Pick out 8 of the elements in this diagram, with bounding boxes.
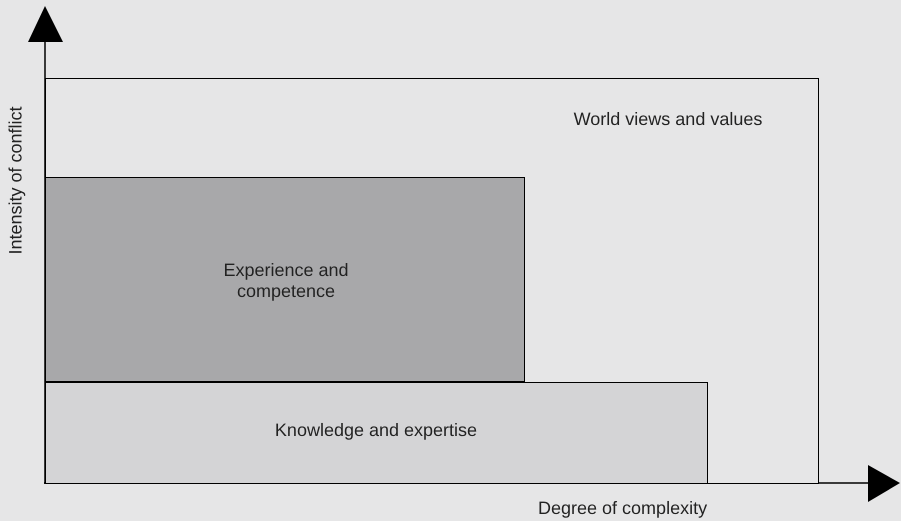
region-label: Knowledge and expertise [274,420,478,441]
region-box [45,177,525,382]
region-label: World views and values [572,109,764,130]
region-box [45,78,819,484]
axis-label: Intensity of conflict [6,105,26,257]
region-box [45,382,708,484]
axis-label: Degree of complexity [538,498,708,519]
region-label: Experience and competence [222,260,350,302]
